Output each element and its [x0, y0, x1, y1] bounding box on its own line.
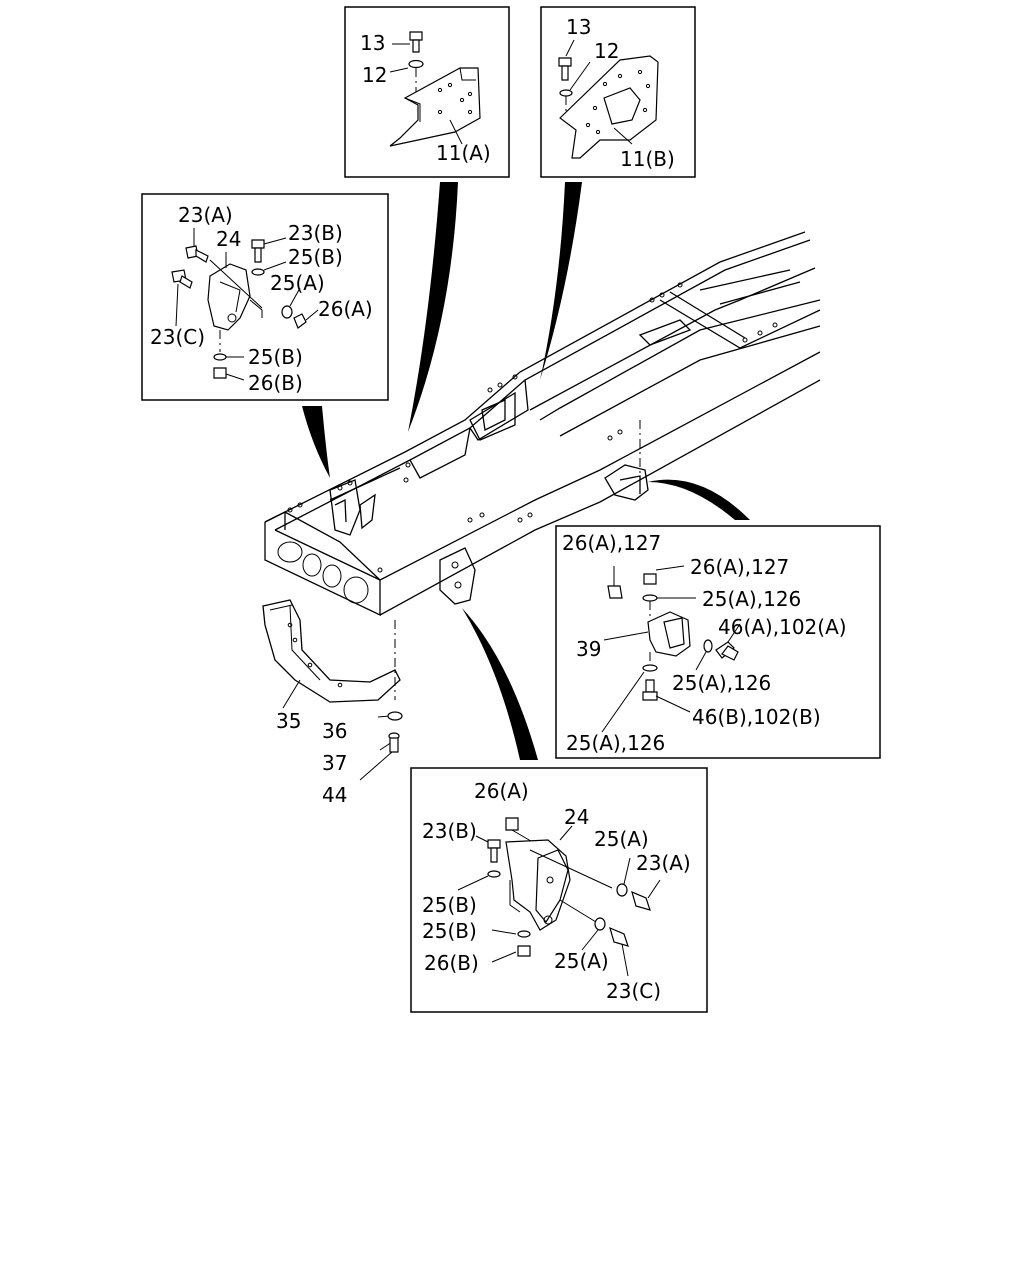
labels-box-rear-mount: 26(A),127 26(A),127 25(A),126 46(A),102(…	[562, 531, 847, 755]
label-26b: 26(B)	[248, 371, 303, 395]
detail-box-front-bracket	[410, 767, 708, 1013]
label-36: 36	[322, 719, 347, 743]
chassis-frame	[264, 231, 821, 700]
label-25a-top: 25(A)	[594, 827, 649, 851]
label-23b: 23(B)	[288, 221, 343, 245]
label-25b-2: 25(B)	[422, 919, 477, 943]
label-13: 13	[360, 31, 385, 55]
callout-pointers	[302, 182, 750, 760]
label-26b: 26(B)	[424, 951, 479, 975]
detail-box-11a	[344, 6, 510, 178]
label-25b-bottom: 25(B)	[248, 345, 303, 369]
label-25a-bottom: 25(A)	[554, 949, 609, 973]
label-26a-127-left: 26(A),127	[562, 531, 661, 555]
detail-box-front-mount	[141, 193, 389, 401]
labels-box-front-bracket: 26(A) 24 23(B) 25(A) 23(A) 25(B) 25(B) 2…	[422, 779, 691, 1003]
label-44: 44	[322, 783, 347, 807]
label-23a: 23(A)	[636, 851, 691, 875]
label-11a: 11(A)	[436, 141, 491, 165]
labels-box-11b: 13 12 11(B)	[566, 15, 675, 171]
label-25a-126-top: 25(A),126	[702, 587, 801, 611]
label-25b-1: 25(B)	[422, 893, 477, 917]
label-25a-126-bottom: 25(A),126	[566, 731, 665, 755]
label-23b: 23(B)	[422, 819, 477, 843]
label-11b: 11(B)	[620, 147, 675, 171]
label-13: 13	[566, 15, 591, 39]
label-25a-126-mid: 25(A),126	[672, 671, 771, 695]
labels-box-11a: 13 12 11(A)	[360, 31, 491, 165]
detail-box-11b	[540, 6, 696, 178]
label-25a: 25(A)	[270, 271, 325, 295]
bracket-35	[262, 599, 401, 709]
label-46a-102a: 46(A),102(A)	[718, 615, 847, 639]
label-26a: 26(A)	[318, 297, 373, 321]
main-leaders	[359, 711, 403, 781]
label-26a-127-right: 26(A),127	[690, 555, 789, 579]
label-24: 24	[564, 805, 589, 829]
label-23c: 23(C)	[606, 979, 661, 1003]
label-23c: 23(C)	[150, 325, 205, 349]
label-12: 12	[594, 39, 619, 63]
labels-box-front-mount: 23(A) 24 23(B) 25(B) 25(A) 26(A) 23(C) 2…	[150, 203, 373, 395]
label-46b-102b: 46(B),102(B)	[692, 705, 821, 729]
detail-box-rear-mount	[555, 525, 881, 759]
label-12: 12	[362, 63, 387, 87]
label-26a: 26(A)	[474, 779, 529, 803]
labels-main: 35 36 37 44	[276, 709, 347, 807]
label-35: 35	[276, 709, 301, 733]
label-39: 39	[576, 637, 601, 661]
label-25b-top: 25(B)	[288, 245, 343, 269]
label-37: 37	[322, 751, 347, 775]
label-23a: 23(A)	[178, 203, 233, 227]
label-24: 24	[216, 227, 241, 251]
